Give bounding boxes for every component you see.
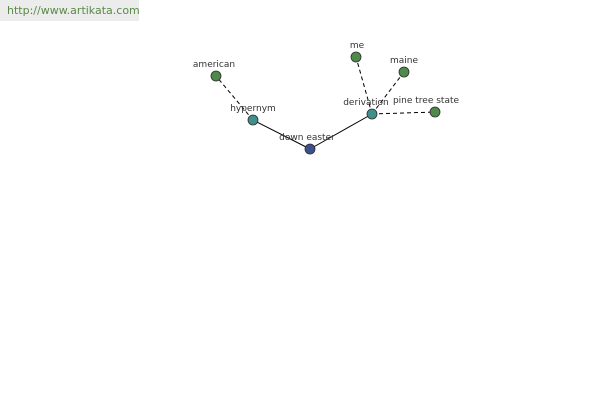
node-label: down easter bbox=[279, 133, 335, 143]
node-dot[interactable] bbox=[429, 106, 441, 118]
node-down-easter[interactable]: down easter bbox=[279, 133, 335, 155]
graph-edges bbox=[215, 56, 436, 150]
graph-nodes: down easter hypernym derivation american me m… bbox=[193, 41, 460, 155]
edge-down_easter-derivation bbox=[309, 113, 373, 150]
source-url[interactable]: http://www.artikata.com bbox=[0, 0, 140, 21]
node-dot[interactable] bbox=[247, 114, 259, 126]
node-hypernym[interactable]: hypernym bbox=[230, 104, 276, 126]
node-maine[interactable]: maine bbox=[390, 56, 418, 78]
node-label: pine tree state bbox=[393, 96, 460, 106]
node-dot[interactable] bbox=[366, 108, 378, 120]
node-american[interactable]: american bbox=[193, 60, 235, 82]
node-label: derivation bbox=[343, 98, 389, 108]
node-dot[interactable] bbox=[304, 143, 316, 155]
edge-derivation-pine_tree_state bbox=[371, 111, 436, 115]
edge-down_easter-hypernym bbox=[252, 119, 311, 150]
node-me[interactable]: me bbox=[350, 41, 365, 63]
node-dot[interactable] bbox=[350, 51, 362, 63]
node-dot[interactable] bbox=[210, 70, 222, 82]
node-pine-tree-state[interactable]: pine tree state bbox=[393, 96, 460, 118]
node-label: maine bbox=[390, 56, 418, 66]
edge-hypernym-american bbox=[215, 75, 254, 121]
node-label: me bbox=[350, 41, 365, 51]
node-dot[interactable] bbox=[398, 66, 410, 78]
edge-derivation-me bbox=[355, 56, 373, 115]
node-label: hypernym bbox=[230, 104, 276, 114]
node-derivation[interactable]: derivation bbox=[343, 98, 389, 120]
edge-derivation-maine bbox=[371, 71, 405, 115]
node-label: american bbox=[193, 60, 235, 70]
